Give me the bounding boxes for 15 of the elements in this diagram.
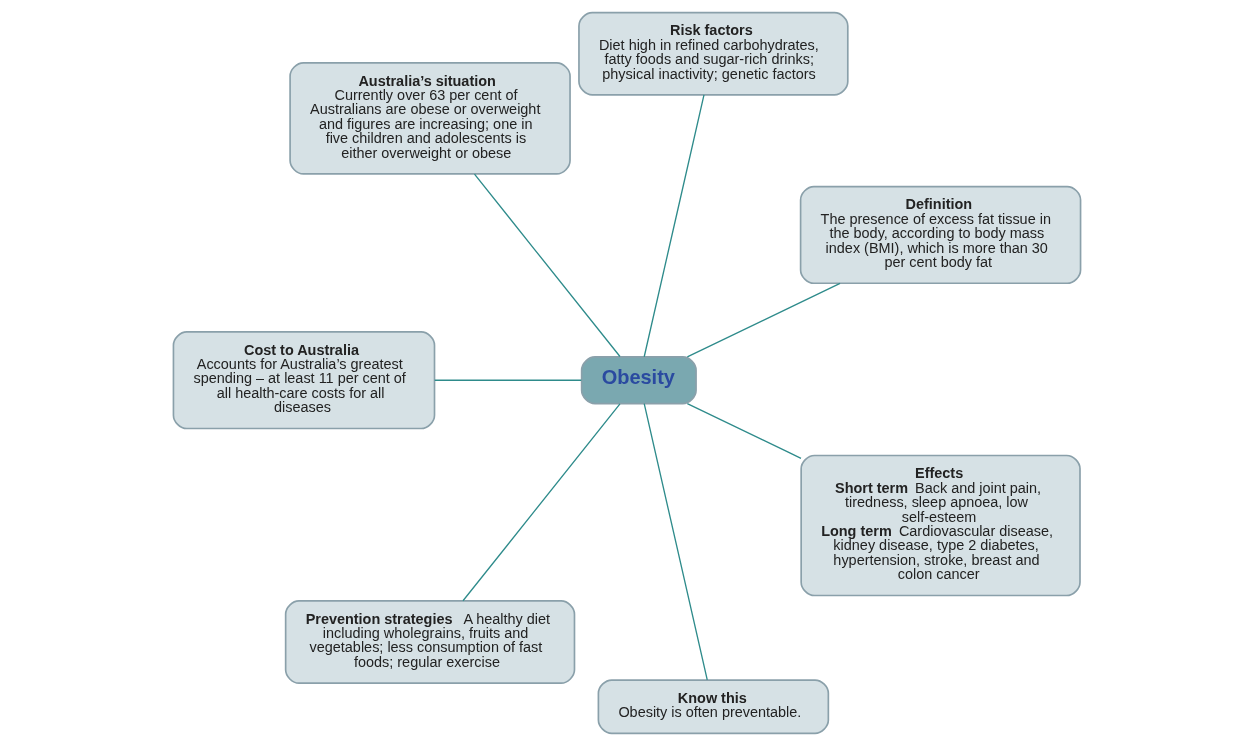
connector (473, 173, 621, 358)
node-box: Cost to Australia Accounts for Australia’s greatest spending – at least 11 per cent of all health-care costs for all diseases (172, 331, 435, 430)
connector (686, 282, 841, 358)
connector (643, 94, 705, 358)
connector (643, 403, 708, 681)
connector (461, 403, 621, 602)
node-box: Definition The presence of excess fat tissue in the body, according to body mass index (BMI), which is more than 30 per cent body fat (799, 185, 1081, 285)
node-box: Effects Short term Back and joint pain, tiredness, sleep apnoea, low self-esteem Long term Cardiovascular disease, kidney disease, type 2 diabetes, hypertension, stroke, breast and colon cancer (799, 454, 1081, 597)
node-box: Obesity (580, 356, 697, 405)
connector (433, 379, 582, 381)
node-box: Risk factors Diet high in refined carbohydrates, fatty foods and sugar-rich drinks; physical inactivity; genetic factors (577, 11, 849, 96)
node-box: Australia’s situation Currently over 63 per cent of Australians are obese or overweight and figures are increasing; one in five children and adolescents is either overweight or obese (288, 62, 571, 175)
node-box: Know this Obesity is often preventable. (597, 679, 829, 735)
connector (686, 402, 802, 459)
node-box: Prevention strategies A healthy diet including wholegrains, fruits and vegetables; less consumption of fast foods; regular exercise (284, 600, 575, 684)
